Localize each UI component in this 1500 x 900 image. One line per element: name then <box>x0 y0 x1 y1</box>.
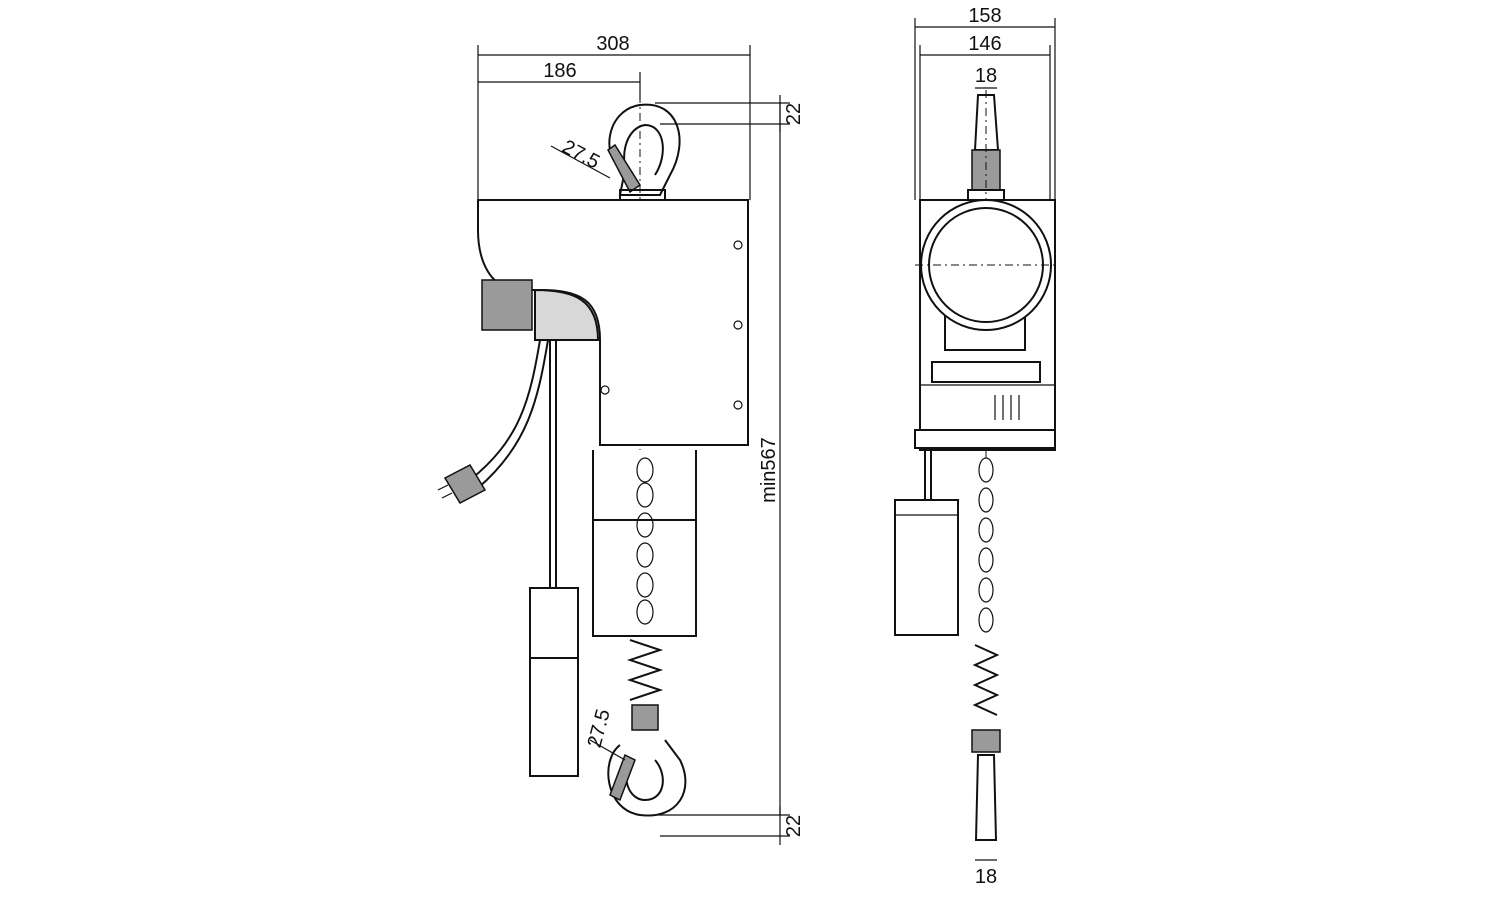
hoist-body-front <box>914 199 1057 451</box>
dim-text-22-bottom: 22 <box>783 815 805 837</box>
dim-text-186: 186 <box>543 60 576 82</box>
hoist-body-side <box>477 199 749 446</box>
dim-text-18-bottom: 18 <box>975 866 997 888</box>
front-view: 158 146 18 <box>894 5 1057 888</box>
power-cable <box>437 339 549 504</box>
pendant-switch-side <box>529 340 579 777</box>
chain-container-side <box>592 450 697 637</box>
top-hook <box>607 103 681 201</box>
dim-text-18-top: 18 <box>975 65 997 87</box>
dim-text-158: 158 <box>968 5 1001 27</box>
dim-text-angle-top: 27.5 <box>558 136 603 174</box>
dim-text-22-top: 22 <box>783 103 805 125</box>
bottom-hook-side <box>589 639 687 817</box>
side-view: 308 186 27.5 22 <box>437 33 805 845</box>
dim-text-height: min567 <box>758 437 780 503</box>
dim-line-angle-top <box>550 145 611 179</box>
dim-text-308: 308 <box>596 33 629 55</box>
chain-front <box>971 457 1001 861</box>
dim-text-146: 146 <box>968 33 1001 55</box>
dim-text-angle-bottom: 27.5 <box>584 707 615 750</box>
pendant-switch-front <box>894 448 959 636</box>
